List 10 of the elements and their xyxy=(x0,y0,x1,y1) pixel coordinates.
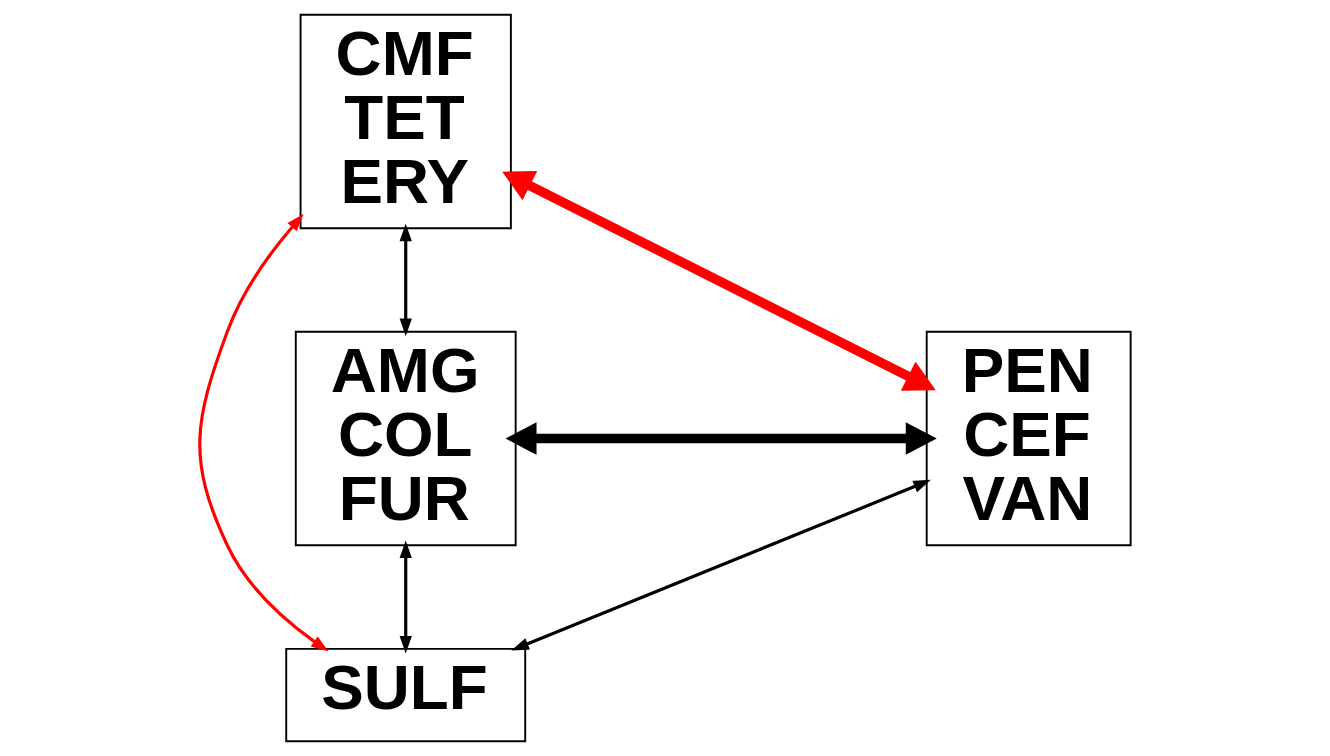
arrow xyxy=(511,479,931,651)
node-box: AMG COL FUR xyxy=(294,330,517,547)
node-box: SULF xyxy=(285,647,527,743)
arrow xyxy=(399,223,412,337)
node-box: PEN CEF VAN xyxy=(925,330,1132,547)
arrow xyxy=(399,540,412,654)
node-box: CMF TET ERY xyxy=(299,13,512,230)
arrow xyxy=(198,213,329,652)
arrow xyxy=(502,171,936,391)
arrow xyxy=(505,422,937,455)
